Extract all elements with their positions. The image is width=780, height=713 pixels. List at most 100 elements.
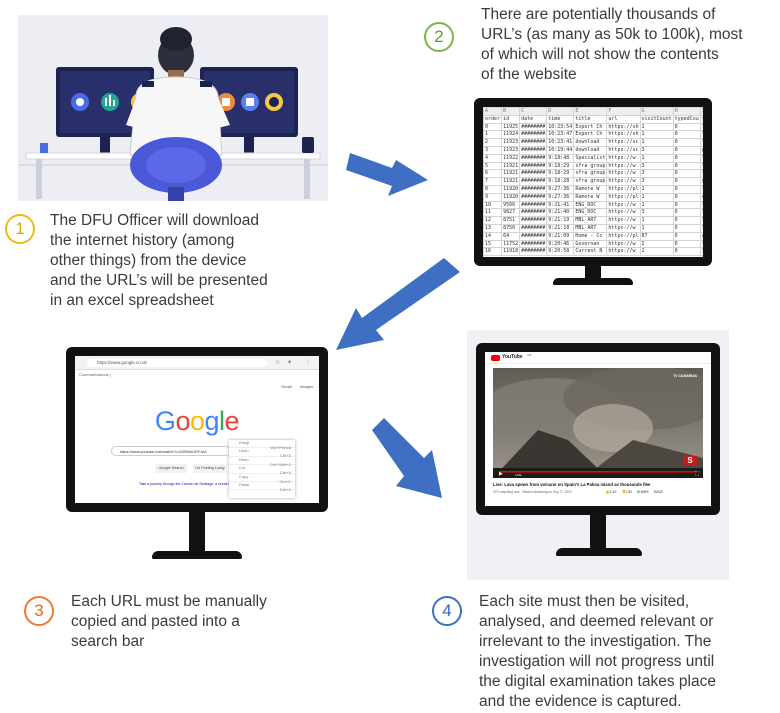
spreadsheet-cell[interactable]: 16	[483, 247, 503, 257]
spreadsheet-cell[interactable]: sfra group	[573, 177, 608, 186]
spreadsheet-cell[interactable]: 9:21:18	[546, 223, 575, 233]
spreadsheet-cell[interactable]: 8750	[501, 223, 521, 233]
spreadsheet-cell[interactable]: 3	[639, 145, 674, 155]
spreadsheet-cell[interactable]: 0	[672, 216, 701, 225]
spreadsheet-cell[interactable]: link	[699, 223, 703, 233]
spreadsheet-cell[interactable]: ########	[519, 247, 548, 257]
spreadsheet-cell[interactable]: https://sh	[606, 130, 641, 140]
spreadsheet-cell[interactable]: typedCou	[672, 114, 701, 124]
spreadsheet-cell[interactable]: 9:21:40	[546, 208, 575, 218]
spreadsheet-cell[interactable]: 11	[483, 208, 503, 218]
spreadsheet-cell[interactable]: link	[699, 239, 703, 249]
spreadsheet-cell[interactable]: 1	[639, 247, 674, 257]
spreadsheet-cell[interactable]: 14	[483, 231, 503, 241]
spreadsheet-cell[interactable]: ########	[519, 216, 548, 225]
spreadsheet-cell[interactable]: ########	[519, 239, 548, 249]
spreadsheet-cell[interactable]: 3	[639, 177, 674, 186]
spreadsheet-cell[interactable]: F	[606, 107, 641, 116]
spreadsheet-cell[interactable]: 7	[483, 177, 503, 186]
spreadsheet-cell[interactable]: 10	[483, 200, 503, 210]
spreadsheet-cell[interactable]: auto_toplevel	[699, 192, 703, 202]
spreadsheet-cell[interactable]: H	[672, 107, 701, 116]
spreadsheet-cell[interactable]: https://pl	[606, 231, 641, 241]
spreadsheet-cell[interactable]: 4	[483, 153, 503, 163]
spreadsheet-cell[interactable]: 9:18:29	[546, 161, 575, 171]
spreadsheet-cell[interactable]: ########	[519, 184, 548, 194]
spreadsheet-cell[interactable]: 11922	[501, 153, 521, 163]
spreadsheet-cell[interactable]: 11923	[501, 145, 521, 155]
spreadsheet-cell[interactable]: link	[699, 247, 703, 257]
spreadsheet-cell[interactable]: https://sc	[606, 138, 641, 147]
play-icon[interactable]: ▶	[499, 471, 503, 477]
spreadsheet-cell[interactable]: link	[699, 169, 703, 179]
spreadsheet-cell[interactable]: https://w	[606, 208, 641, 218]
spreadsheet-cell[interactable]: id	[501, 114, 521, 124]
spreadsheet-cell[interactable]: 0	[483, 122, 503, 132]
spreadsheet-cell[interactable]: 0	[672, 247, 701, 257]
video-player[interactable]: TV CANARIAS S ▶ LIVE ⛶	[493, 368, 703, 478]
spreadsheet-cell[interactable]: ########	[519, 130, 548, 140]
spreadsheet-cell[interactable]: ########	[519, 138, 548, 147]
spreadsheet-cell[interactable]: 3	[639, 169, 674, 179]
spreadsheet-cell[interactable]: 9827	[501, 208, 521, 218]
spreadsheet-cell[interactable]: 87	[639, 231, 674, 241]
spreadsheet-cell[interactable]: 1	[639, 153, 674, 163]
youtube-logo-icon[interactable]	[491, 355, 500, 361]
google-search-button[interactable]: Google Search	[155, 464, 187, 473]
spreadsheet-cell[interactable]: url	[606, 114, 641, 124]
save-button[interactable]: SAVE	[653, 490, 663, 494]
spreadsheet-cell[interactable]: 9:21:41	[546, 200, 575, 210]
spreadsheet-cell[interactable]: 12	[483, 216, 503, 225]
spreadsheet-cell[interactable]: link	[699, 184, 703, 194]
spreadsheet-cell[interactable]: generated	[699, 177, 703, 186]
like-icon[interactable]: 👍	[605, 490, 610, 494]
spreadsheet-cell[interactable]: https://w	[606, 239, 641, 249]
spreadsheet-cell[interactable]: 9:20:46	[546, 239, 575, 249]
spreadsheet-cell[interactable]: 10:23:41	[546, 138, 575, 147]
spreadsheet-cell[interactable]: A	[483, 107, 503, 116]
spreadsheet-cell[interactable]: 1	[639, 122, 674, 132]
spreadsheet-cell[interactable]: https://sh	[606, 122, 641, 132]
spreadsheet-cell[interactable]: 0	[672, 231, 701, 241]
bookmark-bar[interactable]: Communications |	[79, 372, 111, 377]
spreadsheet-cell[interactable]: ########	[519, 161, 548, 171]
spreadsheet-cell[interactable]: 0	[672, 145, 701, 155]
spreadsheet-cell[interactable]: ########	[519, 153, 548, 163]
spreadsheet-cell[interactable]: ########	[519, 177, 548, 186]
spreadsheet-cell[interactable]: 1	[483, 130, 503, 140]
spreadsheet-cell[interactable]: link	[699, 138, 703, 147]
spreadsheet-cell[interactable]: Remote W	[573, 184, 608, 194]
spreadsheet-cell[interactable]: 9:27:36	[546, 192, 575, 202]
spreadsheet-cell[interactable]: I	[699, 107, 703, 116]
spreadsheet-cell[interactable]: sfra group	[573, 161, 608, 171]
spreadsheet-cell[interactable]: 10:23:54	[546, 122, 575, 132]
spreadsheet-cell[interactable]: 9:21:19	[546, 216, 575, 225]
spreadsheet-cell[interactable]: https://w	[606, 247, 641, 257]
spreadsheet-cell[interactable]: 9	[483, 192, 503, 202]
images-link[interactable]: Images	[299, 384, 313, 389]
spreadsheet-cell[interactable]: 0	[672, 184, 701, 194]
spreadsheet-cell[interactable]: 13	[483, 223, 503, 233]
spreadsheet-cell[interactable]: 9:20:58	[546, 247, 575, 257]
spreadsheet-cell[interactable]: D	[546, 107, 575, 116]
spreadsheet-cell[interactable]: MBL_ART	[573, 223, 608, 233]
spreadsheet-cell[interactable]: visitCount	[639, 114, 674, 124]
spreadsheet-cell[interactable]: 11921	[501, 169, 521, 179]
spreadsheet-cell[interactable]: ENG_DOC	[573, 208, 608, 218]
spreadsheet-cell[interactable]: 0	[672, 169, 701, 179]
spreadsheet-cell[interactable]: 1	[639, 216, 674, 225]
spreadsheet-cell[interactable]: generated	[699, 145, 703, 155]
spreadsheet-cell[interactable]: link	[699, 200, 703, 210]
spreadsheet-cell[interactable]: 64	[501, 231, 521, 241]
spreadsheet-cell[interactable]: 9:18:29	[546, 169, 575, 179]
spreadsheet-cell[interactable]: 6	[483, 169, 503, 179]
gmail-link[interactable]: Gmail	[281, 384, 292, 389]
spreadsheet-cell[interactable]: 8751	[501, 216, 521, 225]
fullscreen-icon[interactable]: ⛶	[695, 471, 699, 477]
spreadsheet-cell[interactable]: 1	[639, 192, 674, 202]
address-bar[interactable]: https://www.google.co.uk	[87, 359, 267, 367]
spreadsheet-cell[interactable]: 11920	[501, 184, 521, 194]
spreadsheet-cell[interactable]: 11924	[501, 130, 521, 140]
spreadsheet-cell[interactable]: link	[699, 122, 703, 132]
spreadsheet-cell[interactable]: 0	[672, 130, 701, 140]
